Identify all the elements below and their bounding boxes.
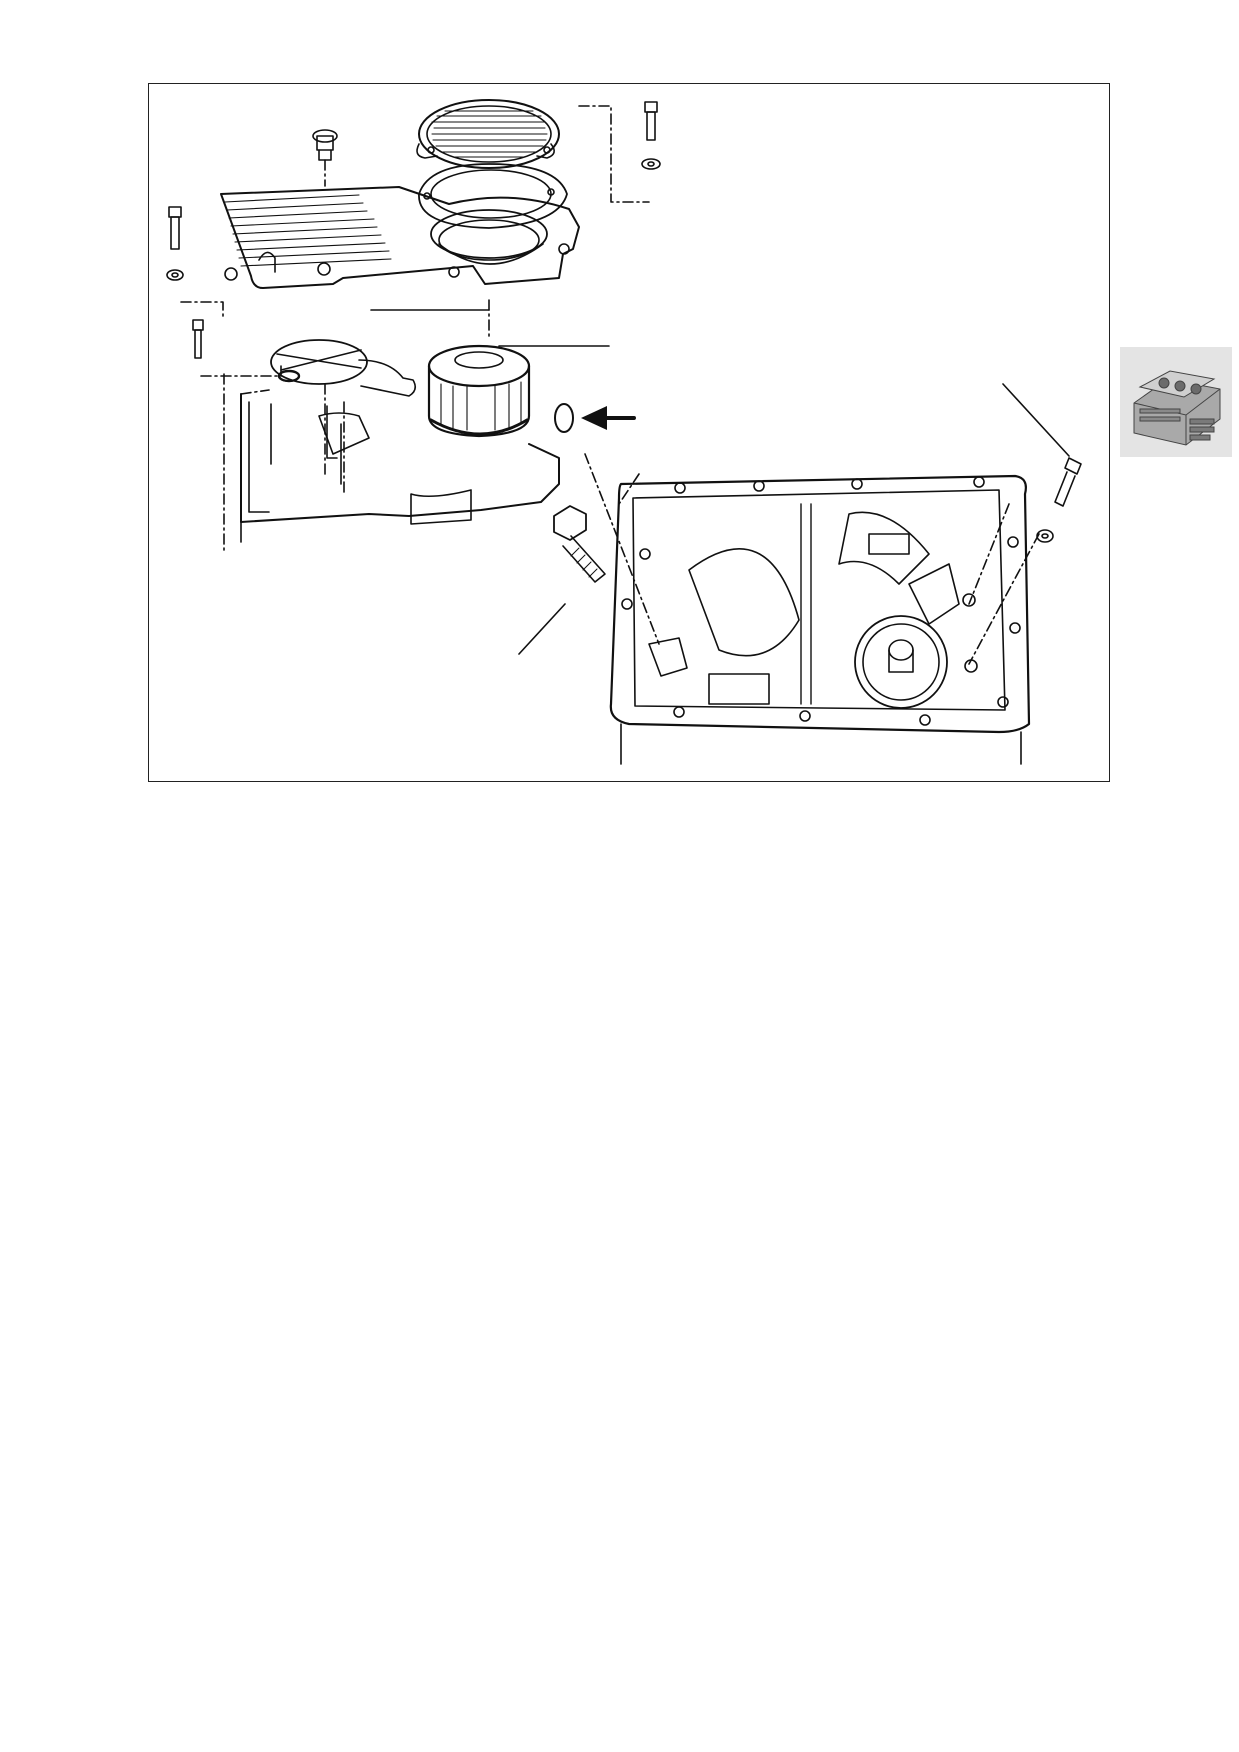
arrow-indicator [581, 406, 636, 430]
hex-bolt [518, 505, 606, 655]
cover-gasket [418, 163, 568, 229]
exploded-view-figure [148, 83, 1110, 782]
engine-block-icon [1133, 370, 1221, 446]
exploded-view-drawing [166, 99, 1082, 765]
right-lower-screw [1002, 383, 1082, 543]
oil-strainer [270, 309, 490, 397]
upper-crankcase-section [223, 373, 560, 555]
round-screen-cover [416, 99, 560, 169]
o-ring [554, 403, 574, 433]
right-socket-screw [578, 101, 661, 203]
oil-filter-cartridge [427, 299, 610, 438]
finned-oil-pan-lid [220, 186, 580, 289]
drain-plug [312, 129, 338, 187]
section-tab [1120, 347, 1232, 457]
lower-oil-sump [584, 453, 1040, 765]
